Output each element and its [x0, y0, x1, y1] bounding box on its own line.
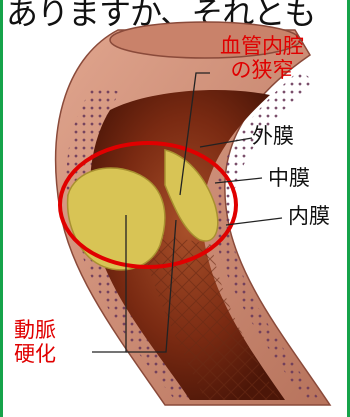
label-intima: 内膜: [288, 204, 330, 228]
label-stenosis-line1: 血管内腔: [220, 34, 304, 58]
label-adventitia: 外膜: [252, 124, 294, 148]
label-sclerosis: 動脈 硬化: [14, 318, 56, 366]
label-sclerosis-line1: 動脈: [14, 318, 56, 342]
label-stenosis-line2: の狭窄: [220, 58, 304, 82]
label-sclerosis-line2: 硬化: [14, 342, 56, 366]
label-stenosis: 血管内腔 の狭窄: [220, 34, 304, 82]
label-media: 中膜: [268, 166, 310, 190]
